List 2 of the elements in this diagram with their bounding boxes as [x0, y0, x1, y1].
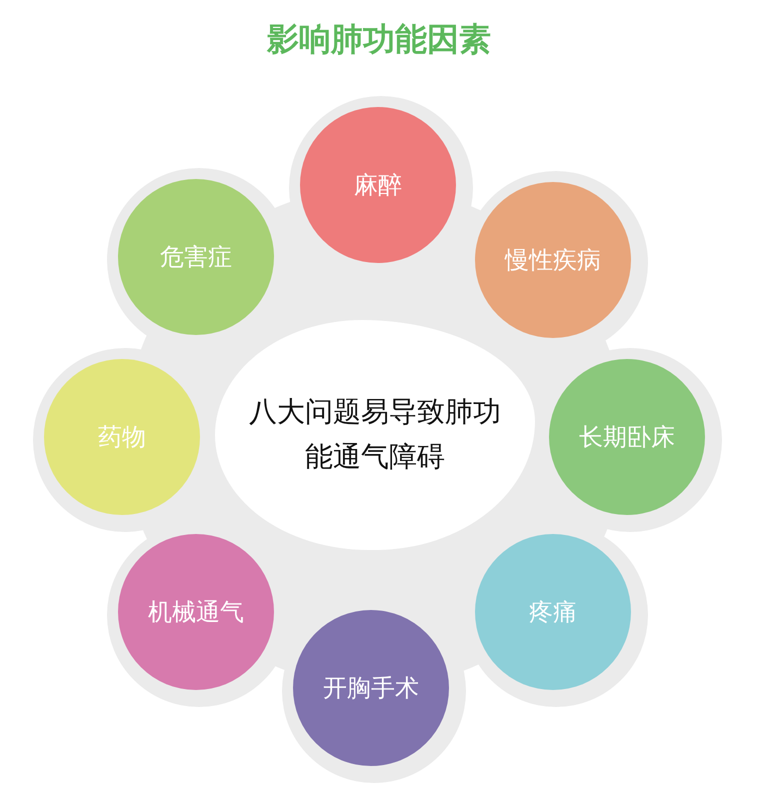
center-text: 八大问题易导致肺功能通气障碍	[248, 394, 502, 475]
title: 影响肺功能因素	[266, 19, 492, 60]
